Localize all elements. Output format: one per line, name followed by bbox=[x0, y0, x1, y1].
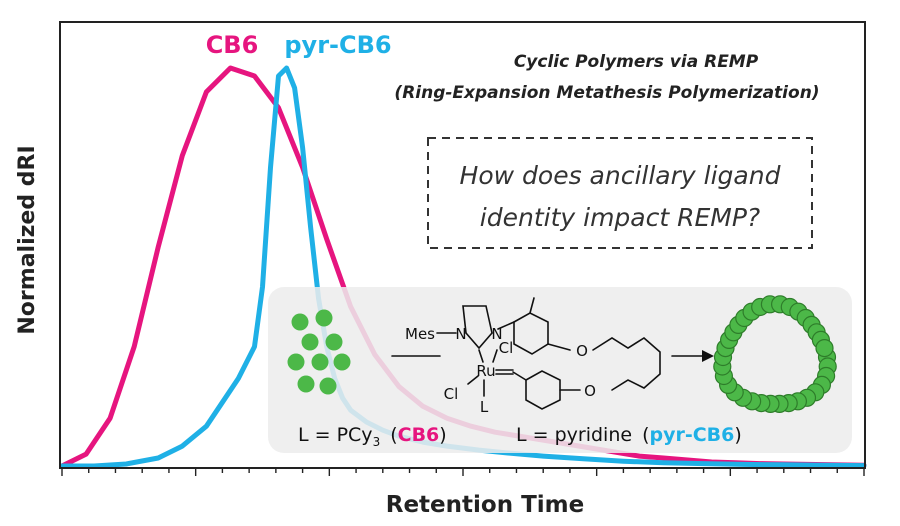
legend-label-cb6: CB6 bbox=[206, 31, 259, 59]
catalyst-ru-label: Ru bbox=[476, 362, 495, 380]
legend-label-pyr-cb6: pyr-CB6 bbox=[284, 31, 391, 59]
heading-line-1: Cyclic Polymers via REMP bbox=[514, 52, 759, 72]
catalyst-n-right: N bbox=[491, 325, 502, 343]
ligand-left-name: CB6 bbox=[398, 424, 440, 446]
ligand-label-right: L = pyridine(pyr-CB6) bbox=[516, 424, 742, 446]
x-axis-ticks bbox=[61, 468, 865, 476]
monomer-bead bbox=[319, 377, 337, 395]
ligand-left-subscript: 3 bbox=[373, 435, 381, 449]
ligand-right-name: pyr-CB6 bbox=[649, 424, 734, 446]
monomer-bead bbox=[315, 309, 333, 327]
catalyst-n-left: N bbox=[455, 325, 466, 343]
ligand-label-left: L = PCy3(CB6) bbox=[298, 424, 447, 449]
catalyst-mes-label: Mes bbox=[405, 325, 435, 343]
monomer-bead bbox=[325, 333, 343, 351]
catalyst-o-top: O bbox=[576, 342, 588, 360]
question-line-2: identity impact REMP? bbox=[480, 203, 760, 232]
monomer-bead bbox=[287, 353, 305, 371]
ligand-left-prefix: L = PCy bbox=[298, 424, 373, 446]
catalyst-l-label: L bbox=[480, 398, 489, 416]
polymer-bead bbox=[815, 339, 834, 358]
x-axis-label: Retention Time bbox=[386, 492, 584, 518]
monomer-bead bbox=[301, 333, 319, 351]
catalyst-cl-top: Cl bbox=[499, 339, 514, 357]
reaction-arrow-head bbox=[702, 350, 714, 362]
scheme-panel bbox=[268, 287, 852, 453]
plot-frame bbox=[59, 21, 866, 469]
monomer-cluster bbox=[287, 309, 351, 395]
cyclic-polymer-ring bbox=[713, 295, 837, 413]
monomer-bead bbox=[297, 375, 315, 393]
question-line-1: How does ancillary ligand bbox=[460, 161, 781, 190]
catalyst-o-bottom: O bbox=[584, 382, 596, 400]
ligand-right-prefix: L = pyridine bbox=[516, 424, 632, 446]
monomer-bead bbox=[291, 313, 309, 331]
y-axis-label: Normalized dRI bbox=[15, 145, 40, 334]
monomer-bead bbox=[333, 353, 351, 371]
catalyst-cl-bottom: Cl bbox=[444, 385, 459, 403]
heading-line-2: (Ring-Expansion Metathesis Polymerizatio… bbox=[394, 83, 819, 103]
monomer-bead bbox=[311, 353, 329, 371]
question-box bbox=[427, 137, 813, 249]
catalyst-structure bbox=[391, 297, 705, 410]
